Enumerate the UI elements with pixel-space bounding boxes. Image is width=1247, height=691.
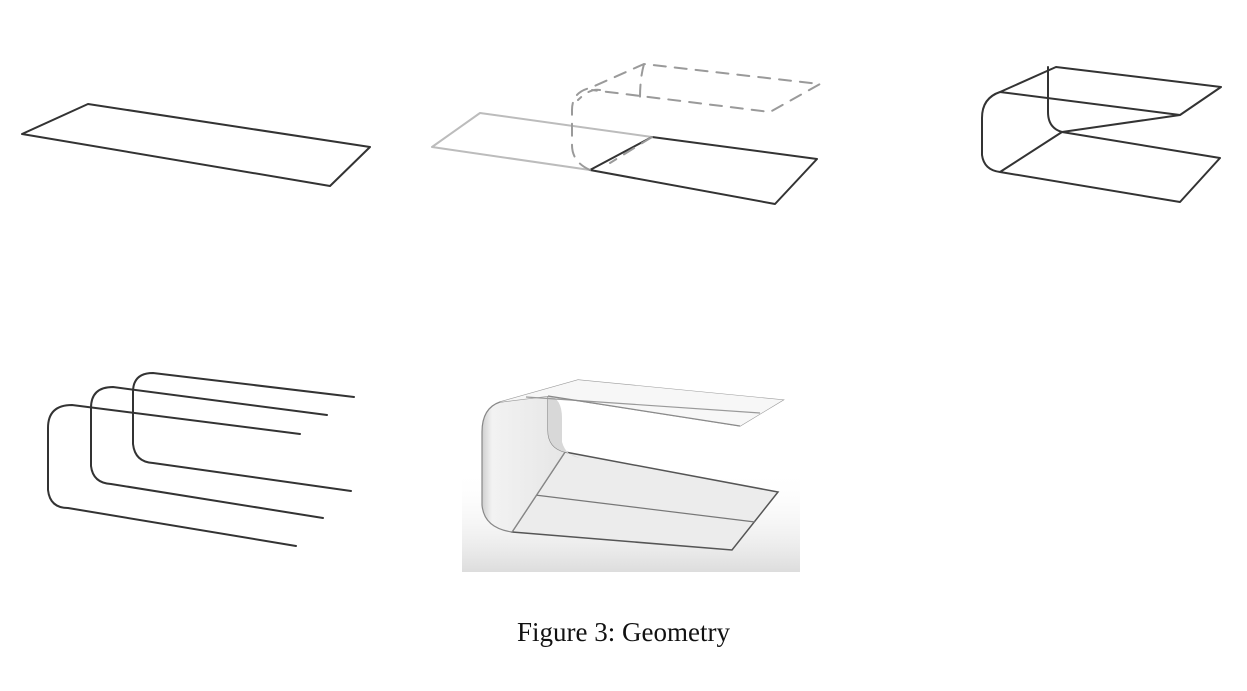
rendered-bench-panel xyxy=(460,375,800,572)
inner-wall xyxy=(548,395,580,458)
profile-middle xyxy=(90,386,328,519)
sheet-faded-part xyxy=(431,112,653,171)
top-plate-edge xyxy=(547,395,741,427)
top-plate-seam xyxy=(525,396,761,414)
figure-caption: Figure 3: Geometry xyxy=(517,617,730,647)
profile-back xyxy=(132,372,355,492)
profile-front xyxy=(47,404,301,547)
bottom-plate-seam xyxy=(534,494,756,523)
sheet-solid-part xyxy=(589,136,818,205)
top-plate-surface xyxy=(500,380,783,426)
dashed-folded-ghost xyxy=(571,63,821,171)
folded-frame-outline xyxy=(981,66,1222,203)
nested-profiles-panel xyxy=(47,372,355,547)
flat-sheet-panel xyxy=(21,103,371,187)
fold-preview-panel xyxy=(431,63,821,205)
flat-sheet-outline xyxy=(21,103,371,187)
folded-frame-panel xyxy=(981,66,1222,203)
